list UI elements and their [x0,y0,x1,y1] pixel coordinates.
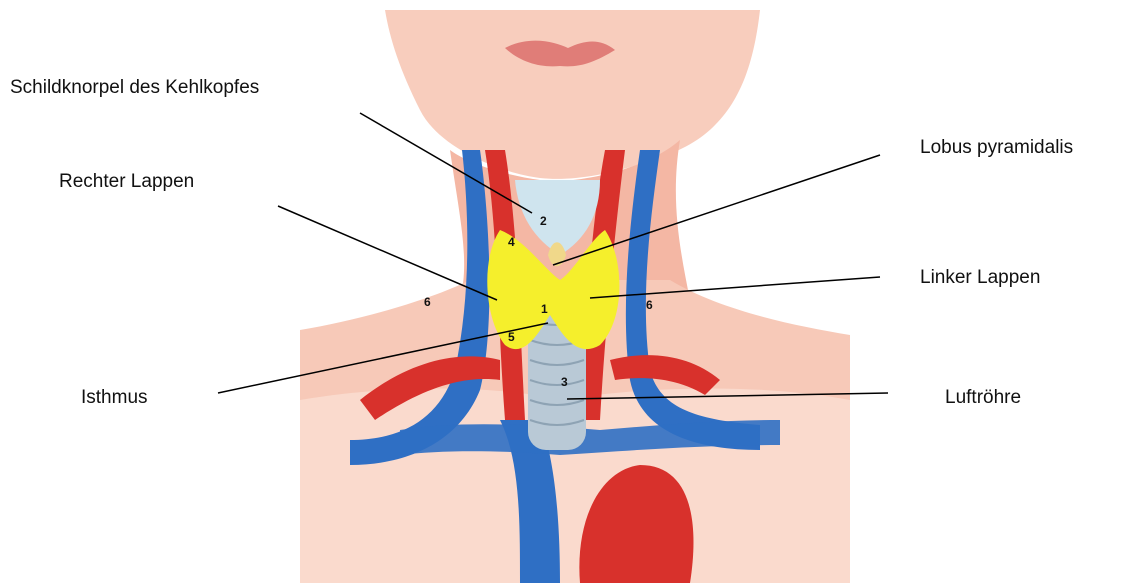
leader-trachea [567,393,888,399]
leader-isthmus [218,323,548,393]
number-6-left: 6 [424,296,431,308]
number-2: 2 [540,215,547,227]
label-thyroid-cartilage: Schildknorpel des Kehlkopfes [10,78,259,97]
leader-right-lobe [278,206,497,300]
label-isthmus: Isthmus [81,388,148,407]
leader-left-lobe [590,277,880,298]
number-1: 1 [541,303,548,315]
leader-thyroid-cartilage [360,113,532,213]
label-pyramidal-lobe: Lobus pyramidalis [920,138,1073,157]
label-trachea: Luftröhre [945,388,1021,407]
leader-pyramidal-lobe [553,155,880,265]
label-right-lobe: Rechter Lappen [59,172,194,191]
number-5: 5 [508,331,515,343]
number-4: 4 [508,236,515,248]
number-3: 3 [561,376,568,388]
label-left-lobe: Linker Lappen [920,268,1040,287]
number-6-right: 6 [646,299,653,311]
